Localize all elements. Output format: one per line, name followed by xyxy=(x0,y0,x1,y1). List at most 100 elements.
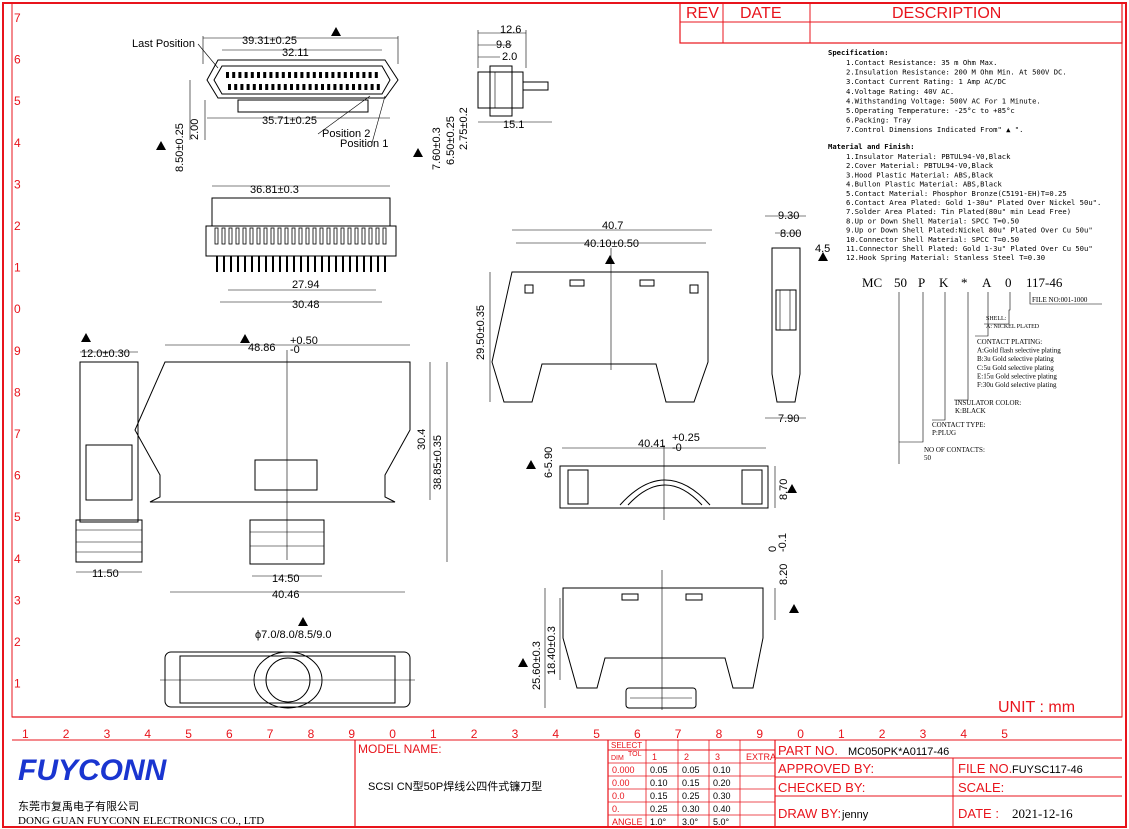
solder-pin-tail xyxy=(230,256,232,272)
contact-pin xyxy=(244,72,248,78)
code-0: 0 xyxy=(1005,275,1012,290)
grid-label-left: 7 xyxy=(14,427,21,441)
checked-label: CHECKED BY: xyxy=(778,780,865,795)
material-item: 8.Up or Down Shell Material: SPCC T=0.50 xyxy=(846,216,1019,225)
solder-pin xyxy=(326,227,331,245)
contact-pin xyxy=(281,72,285,78)
grid-label-left: 2 xyxy=(14,219,21,233)
contact-pin xyxy=(302,84,306,90)
contact-pin xyxy=(232,72,236,78)
spec-item: 7.Control Dimensions Indicated From" ▲ "… xyxy=(846,125,1023,134)
contact-pin xyxy=(300,72,304,78)
tol-cell: 0.0 xyxy=(612,791,625,801)
tol-cell: 0.10 xyxy=(713,765,731,775)
solder-pin-tail xyxy=(300,256,302,272)
contact-pin xyxy=(362,72,366,78)
model-name-label: MODEL NAME: xyxy=(358,742,442,756)
contact-pin xyxy=(240,84,244,90)
contact-pin xyxy=(269,72,273,78)
material-item: 9.Up or Down Shell Plated:Nickel 80u" Pl… xyxy=(846,226,1093,235)
spec-item: 1.Contact Resistance: 35 m Ohm Max. xyxy=(846,58,997,67)
grid-label-left: 5 xyxy=(14,510,21,524)
plating-option: A:Gold flash selective plating xyxy=(977,347,1061,355)
grid-label-bottom: 9 xyxy=(348,727,355,741)
solder-pin-tail xyxy=(216,256,218,272)
grid-label-bottom: 7 xyxy=(267,727,274,741)
solder-pin-tail xyxy=(342,256,344,272)
contact-pin xyxy=(234,84,238,90)
contact-pin xyxy=(356,72,360,78)
tol-cell: 0.25 xyxy=(650,804,668,814)
contact-pin xyxy=(296,84,300,90)
solder-pin xyxy=(347,227,352,245)
code-mc: MC xyxy=(862,275,882,290)
dim-7-60: 7.60±0.3 xyxy=(431,127,443,170)
tol-label: TOL xyxy=(628,751,642,758)
solder-pin xyxy=(284,227,289,245)
approved-label: APPROVED BY: xyxy=(778,761,874,776)
solder-pin xyxy=(221,227,226,245)
material-item: 1.Insulator Material: PBTUL94-V0,Black xyxy=(846,152,1011,161)
scale-label: SCALE: xyxy=(958,780,1004,795)
grid-label-bottom: 6 xyxy=(634,727,641,741)
contact-pin xyxy=(319,72,322,78)
tol-cell: 0.30 xyxy=(713,791,731,801)
material-item: 7.Solder Area Plated: Tin Plated(80u" mi… xyxy=(846,207,1071,216)
spec-item: 6.Packing: Tray xyxy=(846,116,912,125)
solder-pin xyxy=(305,227,310,245)
tol-cell: 0.40 xyxy=(713,804,731,814)
spec-item: 4.Withstanding Voltage: 500V AC For 1 Mi… xyxy=(846,96,1041,105)
code-p: P xyxy=(918,275,925,290)
shell-top-view: 40.41 +0.25 -0 6-5.90 8.70 xyxy=(526,432,797,520)
solder-pin-tail xyxy=(251,256,253,272)
main-cover-view: 48.86 +0.50 -0 30.4 38.85±0.35 14.50 40.… xyxy=(134,334,448,601)
grid-label-bottom: 2 xyxy=(471,727,478,741)
part-no: MC050PK*A0117-46 xyxy=(848,746,949,758)
label-position-1: Position 1 xyxy=(340,138,388,150)
grid-label-bottom: 5 xyxy=(593,727,600,741)
contact-pin xyxy=(265,84,269,90)
dim-6-5-90: 6-5.90 xyxy=(543,447,555,478)
grid-label-left: 3 xyxy=(14,177,21,191)
solder-pin xyxy=(242,227,247,245)
tol-cell: 5.0° xyxy=(713,817,730,827)
spec-item: 2.Insulation Resistance: 200 M Ohm Min. … xyxy=(846,68,1067,77)
dim-2-0: 2.0 xyxy=(502,51,517,63)
grid-label-bottom: 0 xyxy=(797,727,804,741)
contact-pin xyxy=(277,84,281,90)
grid-label-bottom: 1 xyxy=(22,727,29,741)
solder-pin-tail xyxy=(237,256,239,272)
code-star: * xyxy=(961,275,968,290)
file-no-range: FILE NO:001-1000 xyxy=(1032,296,1088,304)
label-last-position: Last Position xyxy=(132,38,195,50)
contact-pin xyxy=(228,84,231,90)
contact-pin xyxy=(325,72,329,78)
date-value: 2021-12-16 xyxy=(1012,806,1073,821)
tol-shell-plus: +0.25 xyxy=(672,432,700,444)
side-hood-view: 9.30 8.00 4.5 7.90 xyxy=(765,210,830,425)
material-item: 2.Cover Material: PBTUL94-V0,Black xyxy=(846,161,994,170)
spec-item: 3.Contact Current Rating: 1 Amp AC/DC xyxy=(846,77,1006,86)
grid-label-left: 3 xyxy=(14,593,21,607)
grid-label-bottom: 4 xyxy=(552,727,559,741)
solder-pin xyxy=(333,227,338,245)
dim-29-50: 29.50±0.35 xyxy=(475,305,487,360)
grid-label-bottom: 3 xyxy=(920,727,927,741)
contact-pin xyxy=(252,84,256,90)
solder-pin xyxy=(354,227,359,245)
grid-label-left: 6 xyxy=(14,469,21,483)
grid-label-left: 9 xyxy=(14,344,21,358)
contact-pin xyxy=(358,84,362,90)
grid-label-left: 5 xyxy=(14,94,21,108)
solder-pin-tail xyxy=(272,256,274,272)
insulator-value: K:BLACK xyxy=(955,407,986,415)
contact-pin xyxy=(350,72,353,78)
grid-label-bottom: 3 xyxy=(512,727,519,741)
contact-pin xyxy=(321,84,324,90)
dim-36-81: 36.81±0.3 xyxy=(250,184,299,196)
spec-title: Specification: xyxy=(828,48,889,57)
tol-col-head: 1 xyxy=(652,752,657,762)
grid-label-left: 1 xyxy=(14,677,21,691)
